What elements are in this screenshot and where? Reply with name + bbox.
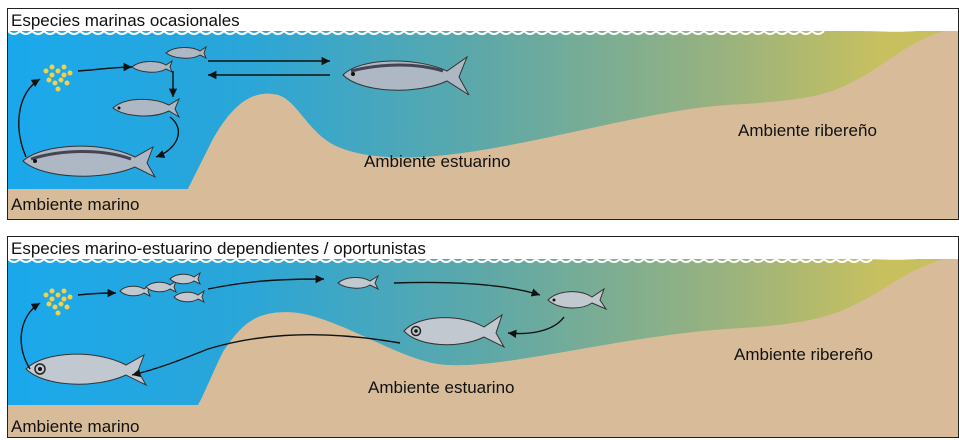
label-estuarine: Ambiente estuarino bbox=[368, 378, 514, 398]
panel-title: Especies marino-estuarino dependientes /… bbox=[11, 239, 426, 259]
diagram-top bbox=[8, 9, 958, 219]
label-riverine: Ambiente ribereño bbox=[734, 345, 873, 365]
label-riverine: Ambiente ribereño bbox=[738, 121, 877, 141]
label-marine: Ambiente marino bbox=[11, 195, 140, 215]
label-marine: Ambiente marino bbox=[11, 417, 140, 437]
panel-marine-estuarine-dependent: Especies marino-estuarino dependientes /… bbox=[7, 236, 959, 438]
panel-title: Especies marinas ocasionales bbox=[11, 11, 240, 31]
diagram-bottom bbox=[8, 237, 958, 437]
label-estuarine: Ambiente estuarino bbox=[364, 152, 510, 172]
panel-marine-occasional: Especies marinas ocasionales Ambiente ma… bbox=[7, 8, 959, 220]
